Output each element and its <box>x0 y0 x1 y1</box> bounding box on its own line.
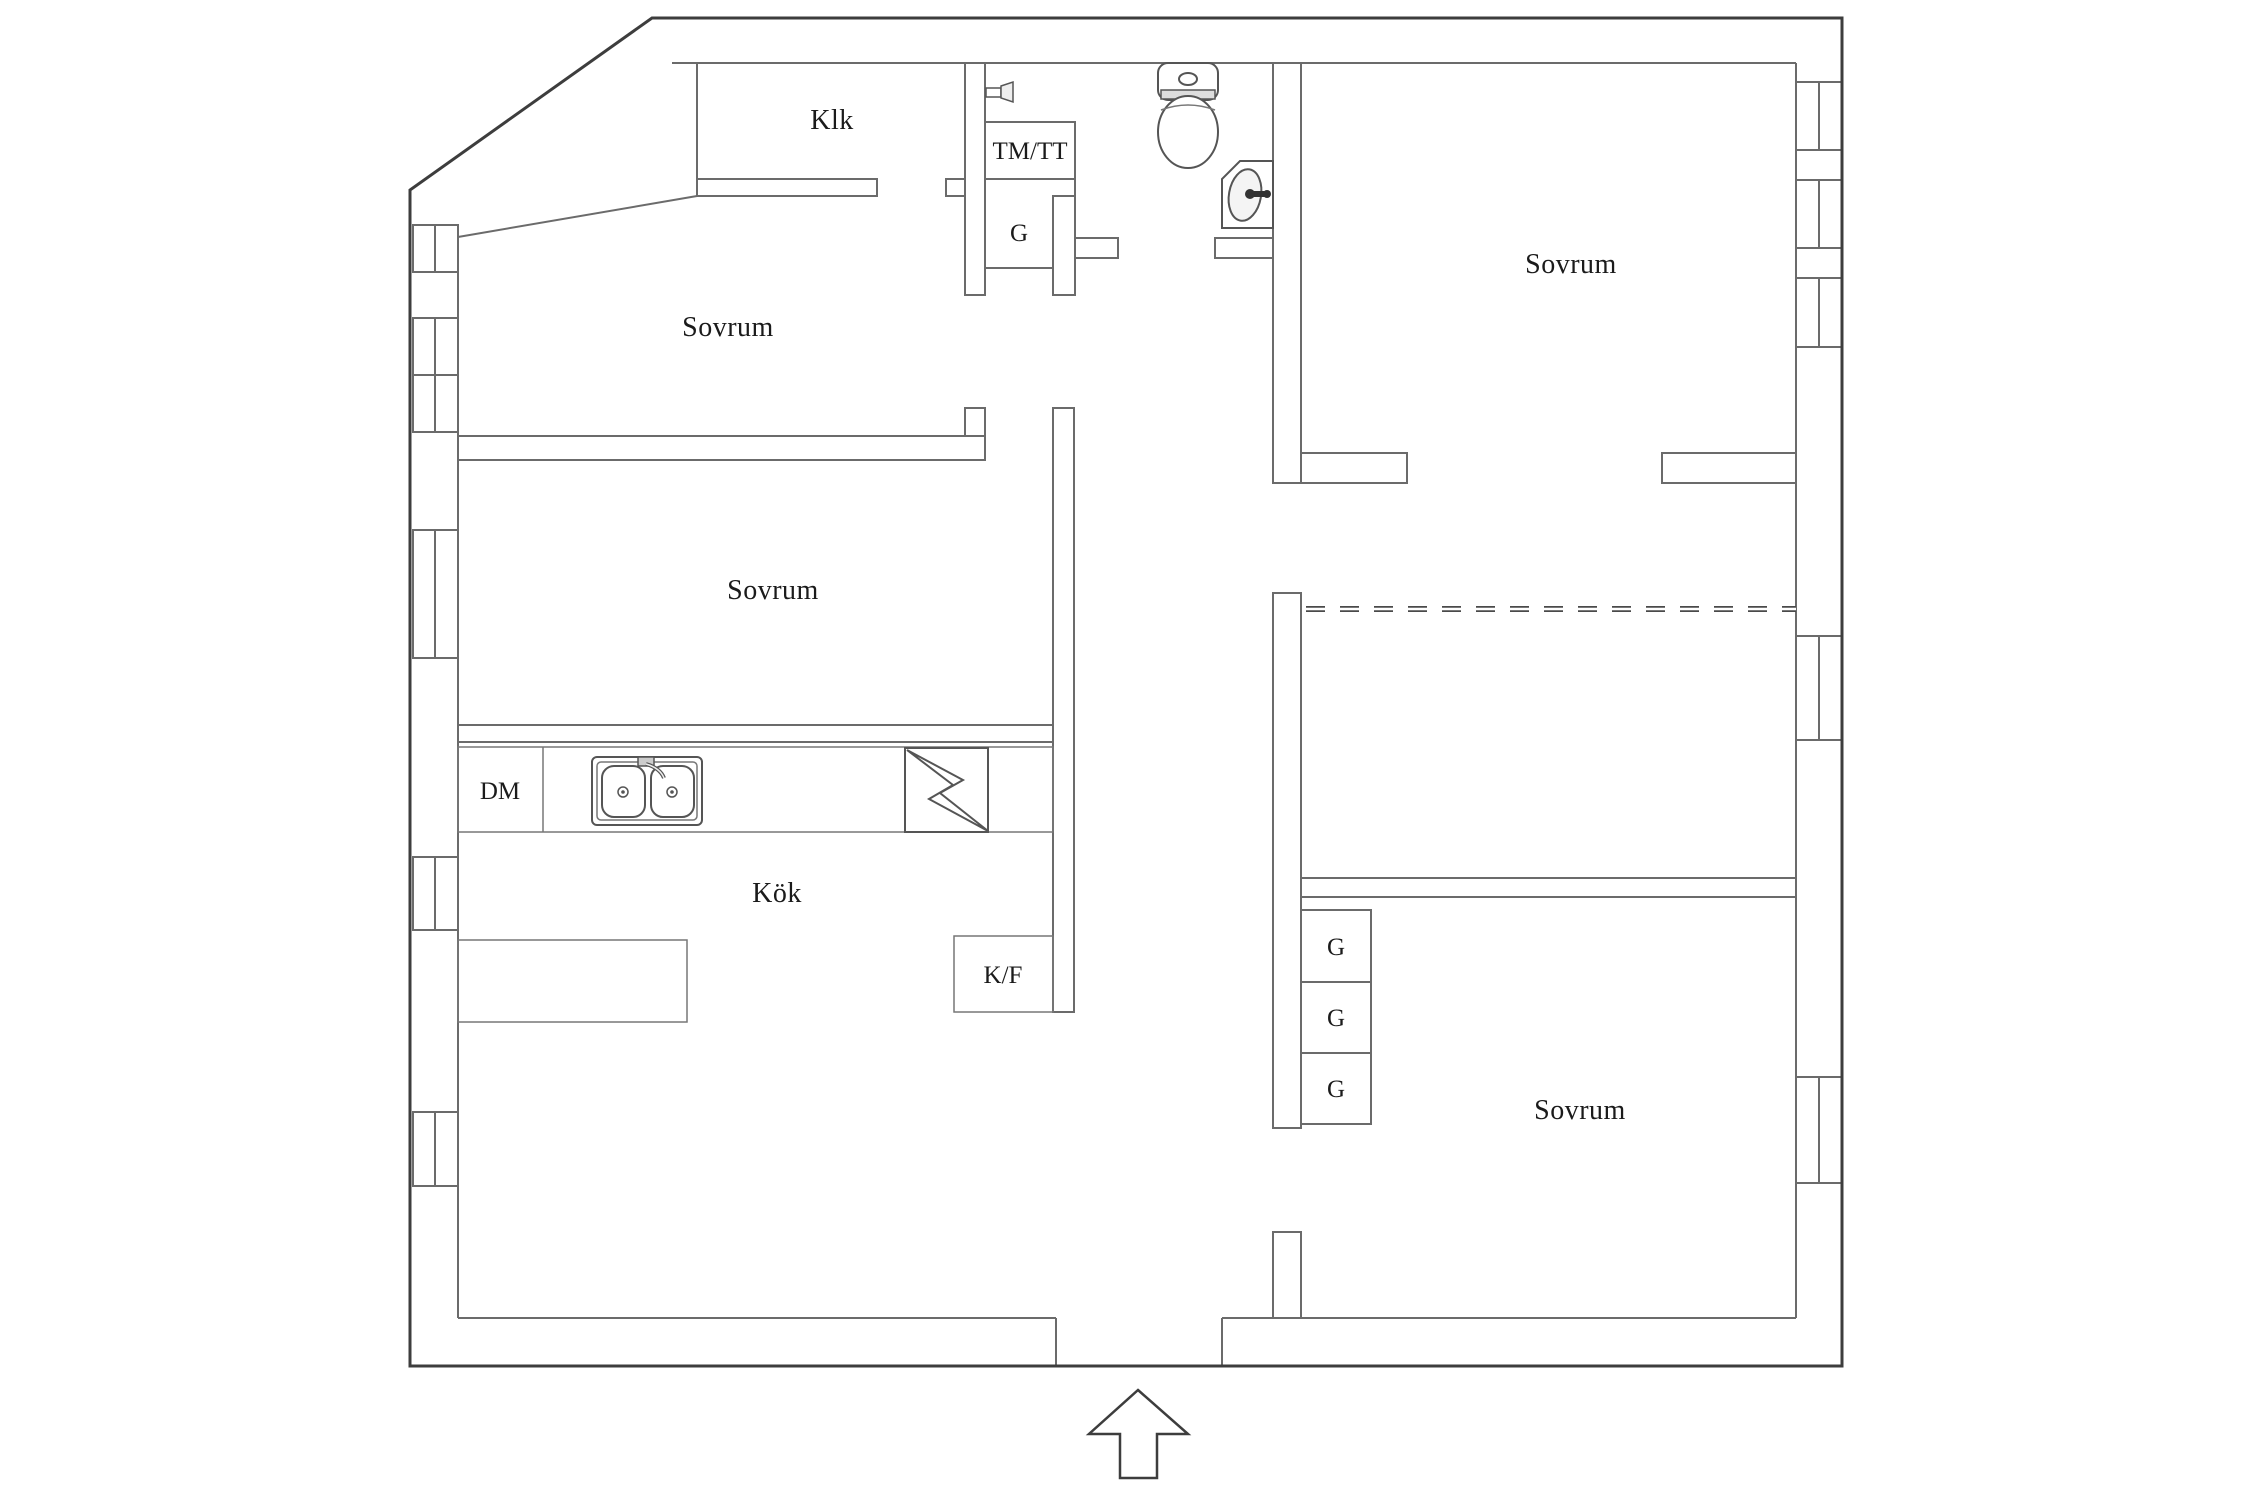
kitchen-area <box>457 746 1054 1023</box>
stove-icon <box>904 747 989 833</box>
label-laundry: TM/TT <box>993 138 1068 165</box>
kitchen-island <box>457 939 688 1023</box>
fridge-freezer-box <box>953 935 1054 1013</box>
outer-wall-boundary <box>408 16 1844 1368</box>
toilet-icon <box>1157 62 1219 169</box>
bathroom-area <box>985 62 1274 229</box>
label-dishwasher: DM <box>480 778 520 805</box>
wall-under-klk <box>696 178 878 197</box>
entrance-arrow-icon <box>1085 1388 1192 1480</box>
label-bedroom-top-left: Sovrum <box>682 312 774 343</box>
wall-corridor-east-lower <box>1272 1231 1302 1319</box>
wall-bedroomTL-bottom <box>457 435 986 461</box>
interior-walls <box>457 62 1797 1319</box>
wall-klk-right <box>964 62 986 296</box>
window-left-3 <box>412 529 459 659</box>
door-knob-icon <box>985 80 1014 104</box>
kitchen-sink-icon <box>591 756 703 826</box>
bathroom-sink-icon <box>1221 160 1274 229</box>
windows <box>412 81 1843 1187</box>
label-bedroom-mid-left: Sovrum <box>727 575 819 606</box>
wall-kitchen-right <box>1052 407 1075 1013</box>
wall-bath-door-right <box>1214 237 1274 259</box>
window-right-1 <box>1795 81 1843 151</box>
wall-bath-door-left <box>1074 237 1119 259</box>
laundry-box <box>984 121 1076 180</box>
label-bedroom-bottom-right: Sovrum <box>1534 1095 1626 1126</box>
label-hall-wardrobe: G <box>1010 220 1028 247</box>
label-wardrobe-1: G <box>1327 934 1345 961</box>
wall-bedroomTR-bottom-west <box>1300 452 1408 484</box>
label-bedroom-top-right: Sovrum <box>1525 249 1617 280</box>
wall-bedroomBR-top <box>1300 877 1797 898</box>
label-wardrobe-2: G <box>1327 1005 1345 1032</box>
wardrobe-stack <box>1300 909 1372 1125</box>
window-left-2 <box>412 317 459 433</box>
kitchen-counter <box>457 746 1054 833</box>
label-kitchen: Kök <box>752 878 802 909</box>
label-wardrobe-3: G <box>1327 1076 1345 1103</box>
window-right-5 <box>1795 1076 1843 1184</box>
wall-corridor-east-mid <box>1272 592 1302 1129</box>
wall-corridor-east-upper <box>1272 62 1302 484</box>
label-closet: Klk <box>810 105 854 136</box>
wall-right-of-wardrobe <box>1052 195 1076 296</box>
stove-lightning <box>906 749 989 832</box>
window-right-2 <box>1795 179 1843 249</box>
window-left-5 <box>412 1111 459 1187</box>
window-left-1 <box>412 224 459 273</box>
window-right-4 <box>1795 635 1843 741</box>
wall-bedroomTR-bottom-east <box>1661 452 1797 484</box>
window-right-3 <box>1795 277 1843 348</box>
label-fridge-freezer: K/F <box>984 962 1023 989</box>
wall-bedroomML-bottom <box>457 724 1054 743</box>
window-left-4 <box>412 856 459 931</box>
